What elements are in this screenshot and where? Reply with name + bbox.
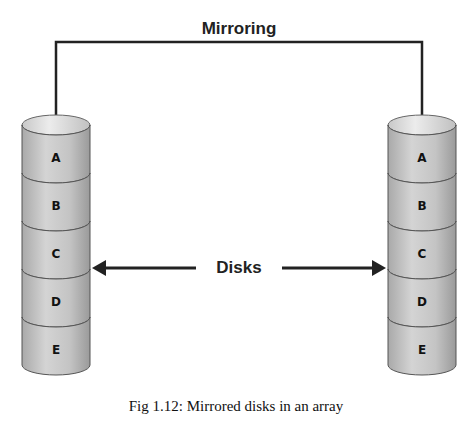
segment-letter: B — [22, 199, 90, 213]
disk-segment: E — [22, 317, 90, 375]
segment-letter: D — [22, 295, 90, 309]
segment-letter: A — [22, 151, 90, 165]
disk-band — [388, 125, 456, 183]
pointer-label: Disks — [216, 258, 261, 278]
segment-letter: A — [388, 151, 456, 165]
disk-band — [388, 221, 456, 279]
segment-letter: E — [22, 343, 90, 357]
disk-band — [22, 221, 90, 279]
mirror-connector — [56, 42, 422, 125]
disk-segment: B — [22, 173, 90, 231]
pointer-arrow — [100, 267, 196, 270]
segment-letter: B — [388, 199, 456, 213]
segment-letter: C — [388, 247, 456, 261]
arrow-head — [92, 260, 106, 276]
disk-segment: E — [388, 317, 456, 375]
segment-letter: D — [388, 295, 456, 309]
disk-band — [22, 269, 90, 327]
disk-segment: C — [388, 221, 456, 279]
disk-band — [388, 173, 456, 231]
disk-band — [22, 125, 90, 183]
pointer-arrow — [282, 267, 378, 270]
disk-segment: D — [388, 269, 456, 327]
disk-segment: A — [22, 125, 90, 183]
disk-band — [388, 317, 456, 375]
disk-segment: D — [22, 269, 90, 327]
arrow-head — [372, 260, 386, 276]
segment-letter: E — [388, 343, 456, 357]
disk-segment: B — [388, 173, 456, 231]
disk-band — [22, 317, 90, 375]
disk-segment: A — [388, 125, 456, 183]
disk-band — [388, 269, 456, 327]
segment-letter: C — [22, 247, 90, 261]
disk-band — [22, 173, 90, 231]
edge-label: Mirroring — [202, 19, 277, 39]
figure-caption: Fig 1.12: Mirrored disks in an array — [0, 398, 472, 415]
disk-segment: C — [22, 221, 90, 279]
